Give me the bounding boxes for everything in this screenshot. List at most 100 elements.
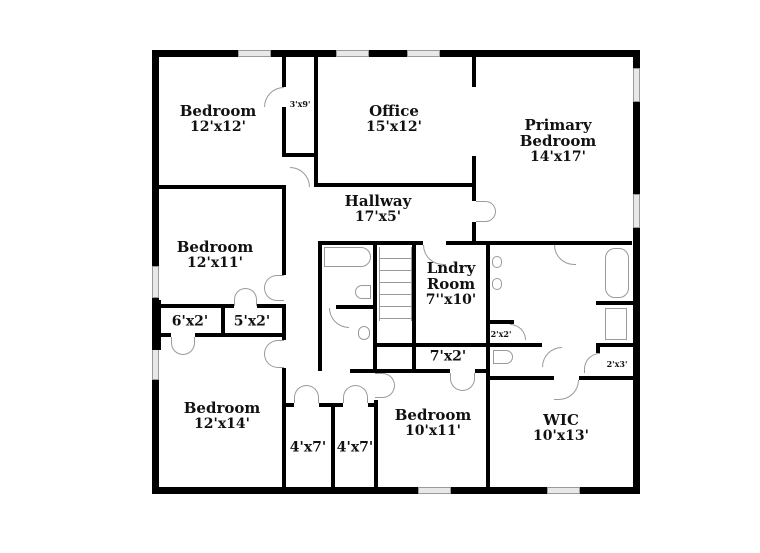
room-dimensions: 17'x5' [354,208,402,225]
room-name: Office [369,101,419,120]
wall [195,333,286,337]
room-name-line2: Bedroom [519,131,597,150]
door [510,324,526,340]
wall [446,241,632,245]
room-label-closet-6x2: 6'x2' [172,314,208,330]
wall [373,241,377,373]
wall [282,153,318,157]
window [152,348,159,380]
room-label-laundry: Lndry Room 7''x10' [425,258,477,308]
door [450,373,475,391]
staircase [379,247,412,321]
room-label-bedroom-3: Bedroom 12'x14' [183,398,261,432]
wall [490,343,542,347]
wall [282,403,294,407]
door [554,245,576,265]
window [418,487,451,494]
wall [374,400,378,488]
room-label-primary-bedroom: Primary Bedroom 14'x17' [519,115,597,165]
wall [282,107,286,157]
room-label-closet-5x2: 5'x2' [233,313,271,330]
room-dimensions: 15'x12' [366,118,422,135]
wall [490,320,514,324]
door [343,385,368,403]
room-dimensions: 10'x11' [405,422,461,439]
door [290,167,310,187]
door [329,308,349,328]
room-label-closet-7x2: 7'x2' [429,348,467,365]
room-dimensions: 4'x7' [289,439,327,456]
room-dimensions: 12'x11' [187,254,243,271]
door [476,201,496,222]
room-name: Bedroom [176,237,254,256]
wall [318,241,423,245]
wall [282,185,286,275]
room-dimensions: 12'x12' [190,118,246,135]
sink-icon [492,256,502,268]
wall [159,333,171,337]
room-dimensions: 12'x14' [194,415,250,432]
wall [475,369,490,373]
door [542,347,562,367]
exterior-wall-bottom [152,487,640,494]
room-label-bedroom-4: Bedroom 10'x11' [394,405,472,439]
room-dimensions: 4'x7' [336,439,374,456]
door [171,337,195,355]
wall [472,222,476,244]
wall [159,304,234,308]
wall [331,403,335,488]
wall [472,57,476,87]
room-name-line1: Primary [524,115,592,134]
wall [490,376,554,380]
wall [472,156,476,201]
room-label-office: Office 15'x12' [366,101,422,135]
room-dimensions: 10'x13' [533,427,589,444]
window [336,50,369,57]
room-label-closet-4x7-b: 4'x7' [336,439,374,456]
room-dimensions: 2'x2' [490,328,512,339]
room-label-closet-4x7-a: 4'x7' [289,439,327,456]
room-label-bedroom-1: Bedroom 12'x12' [179,101,257,135]
wall [412,241,416,373]
room-dimensions: 14'x17' [530,148,586,165]
window [238,50,271,57]
wall [486,241,490,488]
wall [282,304,286,340]
bathtub-icon [605,248,629,298]
room-name: WIC [543,410,579,429]
room-dimensions: 7''x10' [425,291,477,308]
wall [221,304,225,336]
room-dimensions: 5'x2' [233,313,271,330]
toilet-icon [493,350,513,364]
room-label-hallway: Hallway 17'x5' [345,193,412,225]
room-name: Bedroom [394,405,472,424]
wall [368,403,378,407]
door [264,87,284,107]
door [234,288,257,306]
window [152,266,159,298]
door [554,380,579,400]
exterior-wall-top [152,50,640,57]
room-label-closet-2x2: 2'x2' [491,330,512,338]
wall [579,376,633,380]
room-label-wic: WIC 10'x13' [533,410,589,444]
room-name: Bedroom [179,101,257,120]
window [633,194,640,228]
window [633,68,640,102]
room-dimensions: 2'x3' [606,358,628,369]
room-dimensions: 7'x2' [429,348,467,365]
bathtub-icon [324,247,371,267]
room-name: Bedroom [183,398,261,417]
sink-icon [492,278,502,290]
wall [596,301,633,305]
wall [373,343,490,347]
window [547,487,580,494]
wall [282,57,286,87]
room-dimensions: 3'x9' [289,98,311,109]
wall [257,304,286,308]
wall [598,343,633,347]
sink-icon [358,326,370,340]
wall [152,300,161,350]
room-name-line1: Lndry [426,258,476,277]
wall [350,369,450,373]
